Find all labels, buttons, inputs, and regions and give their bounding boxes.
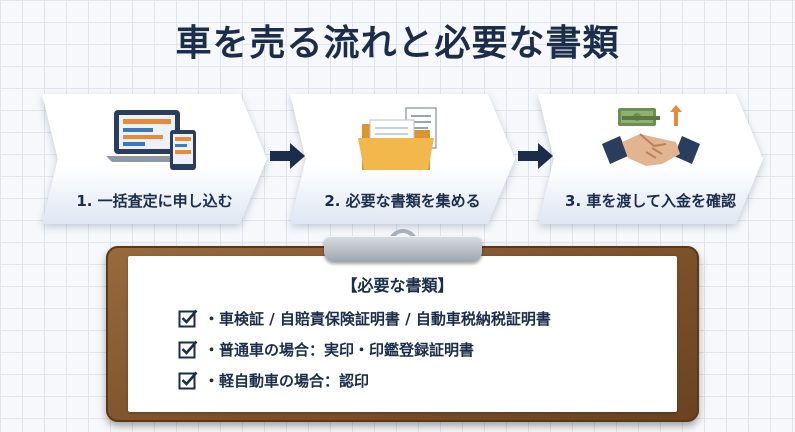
arrow-right-icon [270, 143, 305, 169]
step-2-collect-documents: 2. 必要な書類を集める [290, 94, 515, 224]
laptop-phone-icon [42, 104, 267, 176]
arrow-right-icon [518, 143, 553, 169]
document-item-text: ・普通車の場合：実印・印鑑登録証明書 [204, 340, 475, 359]
document-item-text: ・車検証 / 自賠責保険証明書 / 自動車税納税証明書 [204, 309, 551, 328]
checkbox-checked-icon [178, 309, 198, 328]
step-2-label: 2. 必要な書類を集める [324, 192, 481, 210]
checkbox-checked-icon [178, 371, 198, 390]
checkbox-checked-icon [178, 340, 198, 359]
document-item: ・普通車の場合：実印・印鑑登録証明書 [178, 337, 474, 361]
document-item-text: ・軽自動車の場合：認印 [204, 371, 370, 390]
page-title: 車を売る流れと必要な書類 [175, 23, 620, 64]
required-documents-heading: 【必要な書類】 [341, 276, 454, 295]
clipboard-clip [324, 236, 482, 262]
clipboard [106, 229, 699, 422]
step-1-label: 1. 一括査定に申し込む [76, 192, 233, 210]
documents-paper [128, 256, 677, 412]
document-item: ・車検証 / 自賠責保険証明書 / 自動車税納税証明書 [178, 306, 551, 330]
folder-documents-icon [290, 104, 515, 176]
document-item: ・軽自動車の場合：認印 [178, 368, 369, 392]
step-3-label: 3. 車を渡して入金を確認 [565, 192, 736, 210]
handshake-money-icon [538, 104, 763, 176]
step-3-handover-payment: 3. 車を渡して入金を確認 [538, 94, 763, 224]
step-1-apply: 1. 一括査定に申し込む [42, 94, 267, 224]
